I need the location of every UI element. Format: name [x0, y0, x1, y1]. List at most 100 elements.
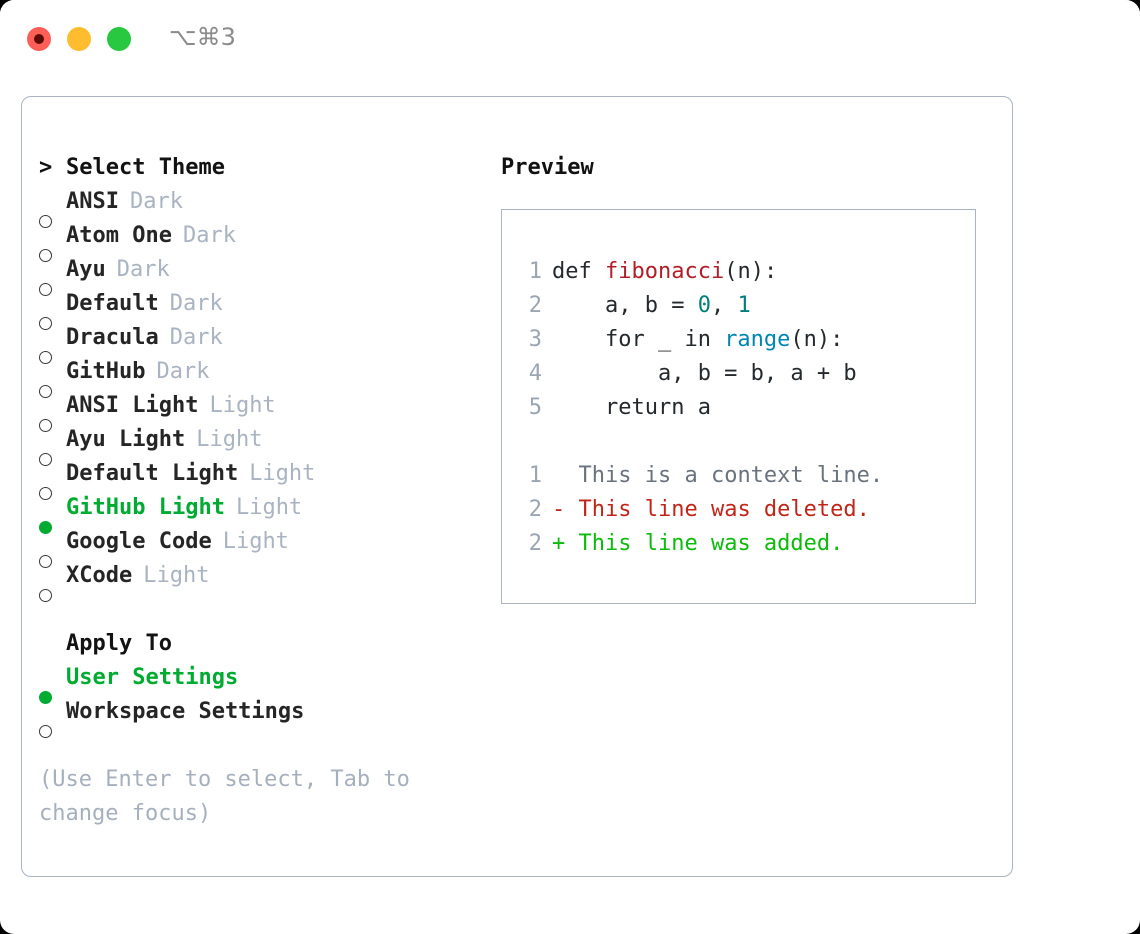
apply-to-label: User Settings [66, 665, 239, 690]
theme-name-label: ANSI [66, 189, 119, 214]
theme-variant-tag: Light [249, 461, 316, 486]
apply-to-option[interactable]: User Settings [39, 661, 469, 704]
code-line: 5 return a [514, 391, 975, 425]
diff-line-text: This is a context line. [578, 463, 884, 488]
section-spacer [39, 593, 469, 627]
apply-to-option[interactable]: Workspace Settings [39, 695, 469, 738]
theme-list-item[interactable]: Ayu Dark [39, 253, 469, 296]
diff-line-number: 2 [528, 497, 542, 522]
code-token-plain: a, b = [552, 293, 698, 318]
code-token-num: 0 [697, 293, 711, 318]
theme-variant-tag: Dark [116, 257, 170, 282]
code-token-bi: range [724, 327, 791, 352]
diff-line-number: 1 [528, 463, 542, 488]
theme-name-label: Default [66, 291, 159, 316]
theme-list-item[interactable]: GitHub Dark [39, 355, 469, 398]
code-token-num: 1 [737, 293, 751, 318]
code-line-number: 5 [528, 395, 542, 420]
theme-variant-tag: Light [209, 393, 276, 418]
code-token-plain: return a [552, 395, 711, 420]
code-line: 1 def fibonacci(n): [514, 255, 975, 289]
diff-marker: + [552, 531, 579, 556]
theme-variant-tag: Dark [169, 325, 223, 350]
theme-variant-tag: Dark [182, 223, 236, 248]
theme-variant-tag: Dark [156, 359, 210, 384]
theme-list-item[interactable]: Default Light Light [39, 457, 469, 500]
keyboard-shortcut-label: ⌥⌘3 [169, 23, 236, 51]
theme-name-label: ANSI Light [66, 393, 199, 418]
apply-to-heading: Apply To [66, 631, 172, 656]
theme-variant-tag: Light [235, 495, 303, 520]
theme-name-label: XCode [66, 563, 133, 588]
theme-list-item[interactable]: Atom One Dark [39, 219, 469, 262]
code-line: 3 for _ in range(n): [514, 323, 975, 357]
code-line-text: a, b = 0, 1 [552, 289, 751, 323]
theme-list-item[interactable]: Dracula Dark [39, 321, 469, 364]
code-line-number: 1 [528, 259, 542, 284]
theme-list-item[interactable]: ANSI Light Light [39, 389, 469, 432]
code-token-plain: (n): [724, 259, 778, 284]
diff-marker [552, 459, 579, 493]
diff-line: 2 + This line was added. [514, 527, 975, 561]
diff-line-text: This line was added. [578, 531, 844, 556]
diff-line: 2- This line was deleted. [514, 493, 975, 527]
diff-marker: - [552, 497, 579, 522]
theme-name-label: Ayu Light [66, 427, 186, 452]
theme-list-item[interactable]: Ayu Light Light [39, 423, 469, 466]
select-theme-header: > Select Theme [39, 151, 469, 185]
code-token-plain: a, b = b, a + b [552, 361, 857, 386]
apply-to-label: Workspace Settings [66, 699, 305, 724]
diff-line-text: This line was deleted. [578, 497, 870, 522]
maximize-button[interactable] [107, 27, 131, 51]
code-token-plain: (n): [790, 327, 844, 352]
theme-name-label: Ayu [66, 257, 106, 282]
page-title: Select Theme [66, 155, 225, 180]
theme-name-label: GitHub [66, 359, 146, 384]
theme-list-item[interactable]: GitHub Light Light [39, 491, 469, 534]
code-token-fn: fibonacci [604, 259, 725, 284]
theme-name-label: GitHub Light [66, 495, 225, 520]
code-line: 4 a, b = b, a + b [514, 357, 975, 391]
theme-name-label: Dracula [66, 325, 159, 350]
title-bar: ⌥⌘3 [0, 0, 1140, 78]
code-line-text: for _ in range(n): [552, 323, 843, 357]
code-token-plain: for _ in [552, 327, 725, 352]
theme-name-label: Default Light [66, 461, 239, 486]
diff-line: 1 This is a context line. [514, 459, 975, 493]
theme-list-item[interactable]: ANSI Dark [39, 185, 469, 228]
theme-variant-tag: Light [196, 427, 263, 452]
theme-variant-tag: Dark [169, 291, 223, 316]
code-line-text: a, b = b, a + b [552, 357, 857, 391]
diff-spacer [514, 425, 975, 459]
code-token-plain: def [552, 259, 605, 284]
preview-heading: Preview [501, 155, 594, 180]
code-line-number: 3 [528, 327, 542, 352]
theme-variant-tag: Dark [129, 189, 183, 214]
close-button[interactable] [27, 27, 51, 51]
code-line: 2 a, b = 0, 1 [514, 289, 975, 323]
code-line-text: def fibonacci(n): [552, 255, 777, 289]
traffic-light-dots [27, 27, 131, 51]
theme-variant-tag: Light [222, 529, 289, 554]
code-line-number: 2 [528, 293, 542, 318]
code-line-number: 4 [528, 361, 542, 386]
keyboard-hint-text: (Use Enter to select, Tab to change focu… [39, 767, 410, 826]
theme-variant-tag: Light [143, 563, 210, 588]
minimize-button[interactable] [67, 27, 91, 51]
theme-list-item[interactable]: Default Dark [39, 287, 469, 330]
theme-list-item[interactable]: XCode Light [39, 559, 469, 602]
diff-line-number: 2 [528, 531, 542, 556]
code-line-text: return a [552, 391, 711, 425]
theme-name-label: Google Code [66, 529, 212, 554]
diff-sample: 1 This is a context line.2- This line wa… [514, 459, 975, 561]
theme-name-label: Atom One [66, 223, 172, 248]
theme-list-item[interactable]: Google Code Light [39, 525, 469, 568]
code-token-plain: , [710, 293, 738, 318]
